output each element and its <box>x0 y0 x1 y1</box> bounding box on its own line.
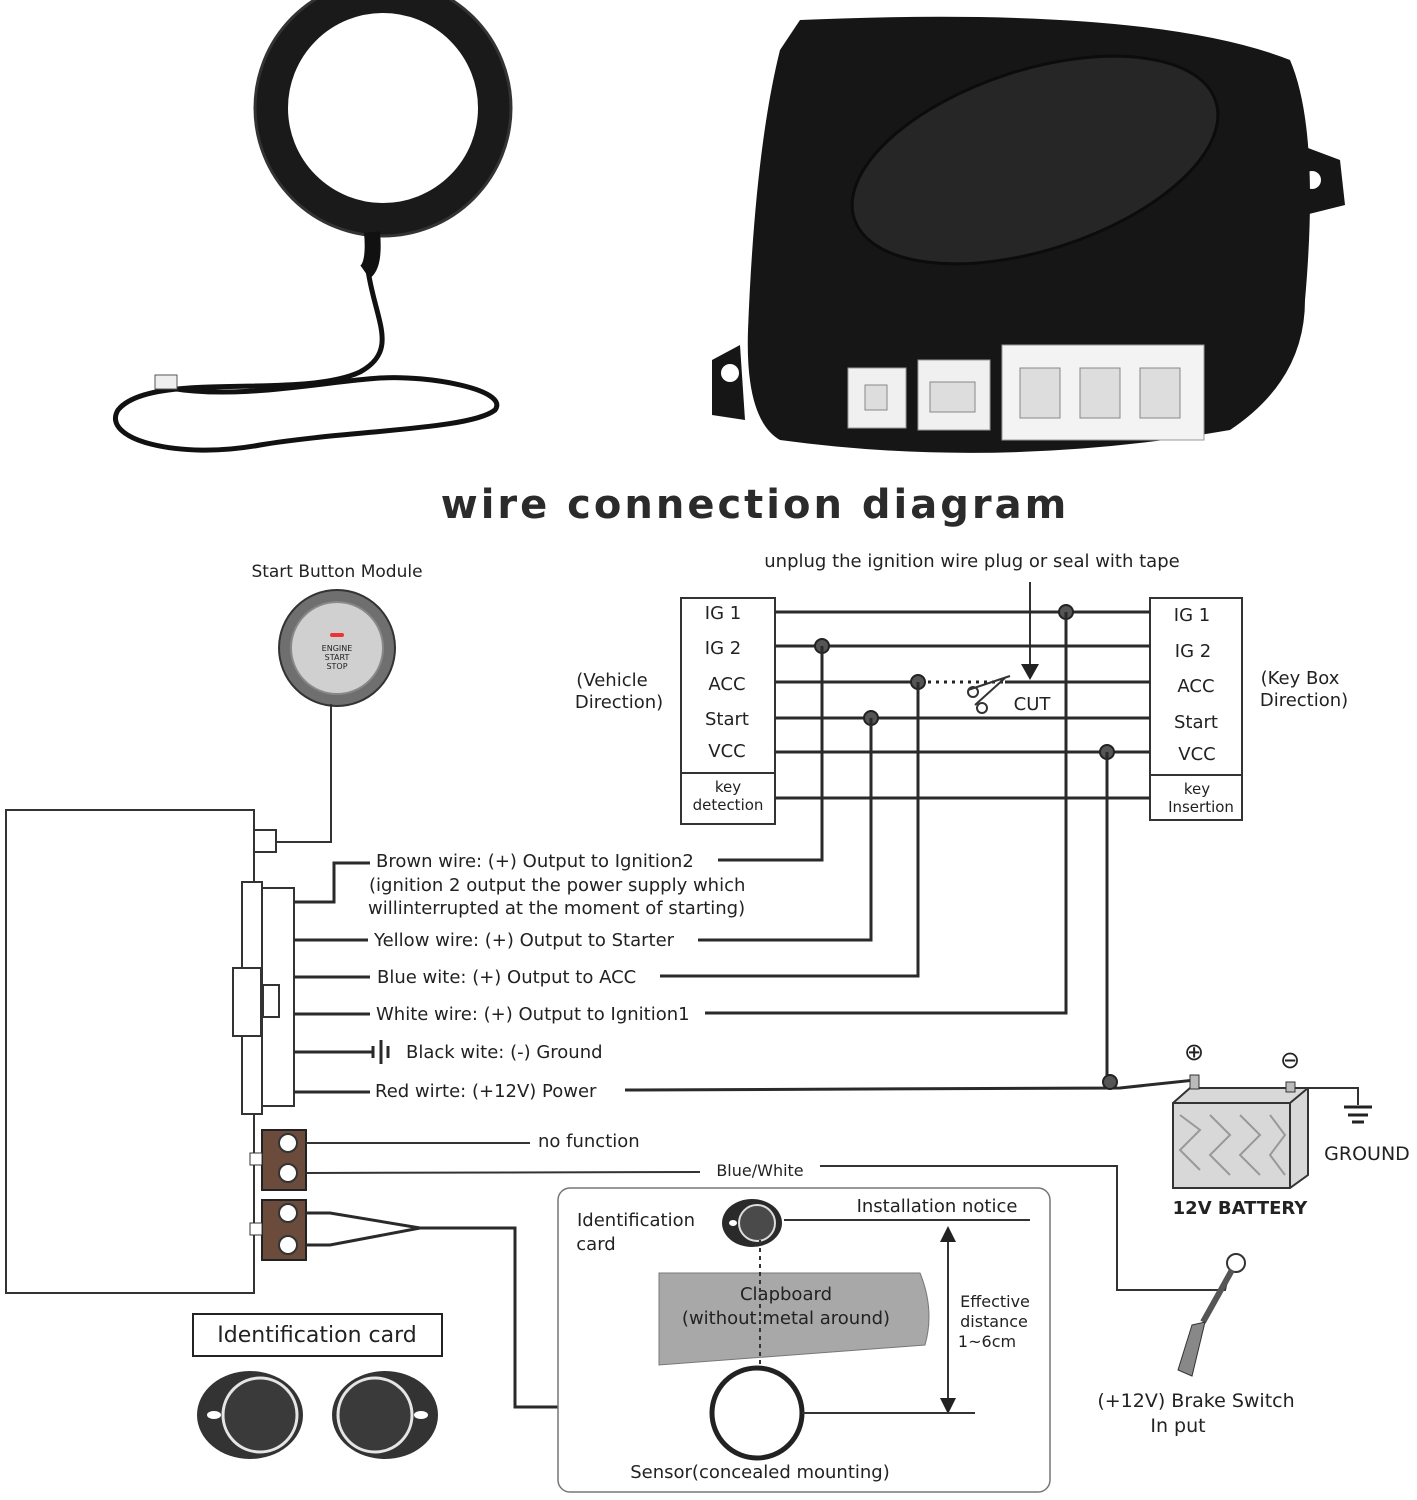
left-pin-ig2: IG 2 <box>705 638 741 659</box>
control-box-illustration <box>712 16 1345 453</box>
ground-icon <box>1344 1105 1372 1124</box>
start-button-icon: ENGINE START STOP <box>278 589 396 707</box>
vehicle-direction-2: Direction) <box>575 692 663 713</box>
battery-label: 12V BATTERY <box>1173 1198 1309 1219</box>
blue-wire-label: Blue wite: (+) Output to ACC <box>377 967 636 988</box>
yellow-wire-label: Yellow wire: (+) Output to Starter <box>373 930 675 951</box>
battery-plus-icon: ⊕ <box>1184 1038 1204 1066</box>
start-button-module-label: Start Button Module <box>251 562 422 582</box>
sensor-ring-icon <box>709 1365 805 1461</box>
id-card-title-box <box>192 1313 443 1357</box>
start-button-text-1: ENGINE <box>322 644 353 653</box>
harness-note: unplug the ignition wire plug or seal wi… <box>764 551 1179 572</box>
key-box-direction-1: (Key Box <box>1261 668 1340 689</box>
brake-pedal-icon <box>1177 1253 1246 1377</box>
diagram-title: wire connection diagram <box>441 482 1070 528</box>
battery-icon <box>1172 1074 1309 1189</box>
cut-label: CUT <box>1014 694 1052 715</box>
left-pin-vcc: VCC <box>708 741 745 762</box>
brown-wire-note-1: (ignition 2 output the power supply whic… <box>369 875 745 896</box>
right-pin-acc: ACC <box>1177 676 1214 697</box>
distance-label-3: 1~6cm <box>958 1332 1016 1351</box>
ring-antenna-illustration <box>113 0 513 453</box>
red-wire-label: Red wirte: (+12V) Power <box>375 1081 597 1102</box>
left-extra-1: key <box>715 778 741 796</box>
right-pin-vcc: VCC <box>1178 744 1215 765</box>
brown-wire-note-2: willinterrupted at the moment of startin… <box>368 898 745 919</box>
right-pin-ig1: IG 1 <box>1174 605 1210 626</box>
screw-terminal-1 <box>249 1129 307 1191</box>
clapboard-shape <box>658 1272 930 1366</box>
blue-white-label: Blue/White <box>716 1161 803 1180</box>
right-extra-1: key <box>1184 780 1210 798</box>
white-wire-label: White wire: (+) Output to Ignition1 <box>376 1004 690 1025</box>
distance-label-1: Effective <box>960 1292 1030 1311</box>
key-box-connector <box>1149 597 1243 821</box>
right-extra-2: Insertion <box>1168 798 1234 816</box>
black-wire-label: Black wite: (-) Ground <box>406 1042 603 1063</box>
sensor-label: Sensor(concealed mounting) <box>630 1462 890 1483</box>
id-card-fob-2-icon <box>332 1371 438 1459</box>
id-card-label-1: Identification <box>577 1210 695 1231</box>
screw-terminal-2 <box>249 1199 307 1261</box>
key-box-direction-2: Direction) <box>1260 690 1348 711</box>
brown-wire-label: Brown wire: (+) Output to Ignition2 <box>376 851 694 872</box>
id-card-label-2: card <box>576 1234 615 1255</box>
id-card-title: Identification card <box>217 1323 416 1348</box>
left-pin-ig1: IG 1 <box>705 603 741 624</box>
id-card-icon <box>722 1199 782 1247</box>
clapboard-label-2: (without metal around) <box>682 1308 890 1329</box>
brake-label-2: In put <box>1150 1415 1205 1437</box>
scissors-icon <box>967 675 1011 714</box>
right-pin-ig2: IG 2 <box>1175 641 1211 662</box>
right-pin-start: Start <box>1174 712 1218 733</box>
left-extra-2: detection <box>693 796 764 814</box>
start-button-text-2: START <box>325 653 350 662</box>
start-button-text-3: STOP <box>326 662 347 671</box>
ground-label: GROUND <box>1324 1143 1410 1165</box>
left-pin-acc: ACC <box>708 674 745 695</box>
battery-minus-icon: ⊖ <box>1280 1046 1300 1074</box>
main-module-box <box>5 809 255 1294</box>
harness-wires <box>775 610 1150 800</box>
id-card-fob-1-icon <box>197 1371 303 1459</box>
no-function-label: no function <box>538 1131 640 1152</box>
installation-notice-label: Installation notice <box>857 1196 1018 1217</box>
distance-label-2: distance <box>960 1312 1028 1331</box>
clapboard-label-1: Clapboard <box>740 1284 832 1305</box>
vehicle-connector <box>680 597 776 825</box>
vehicle-direction-1: (Vehicle <box>576 670 647 691</box>
left-pin-start: Start <box>705 709 749 730</box>
brake-label-1: (+12V) Brake Switch <box>1097 1390 1294 1412</box>
